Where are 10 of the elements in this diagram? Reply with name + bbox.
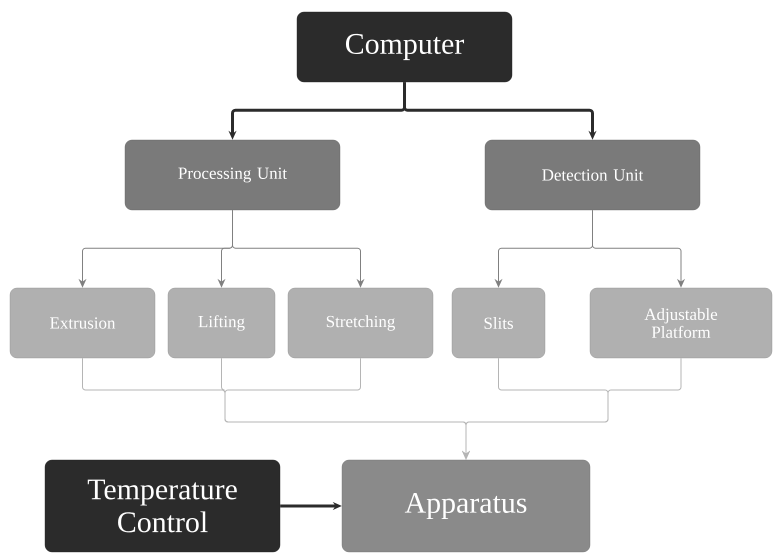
unit-box: Detection Unit	[484, 140, 700, 210]
control-box: Temperature Control	[44, 460, 280, 552]
unit-box: Processing Unit	[124, 140, 340, 210]
apparatus-box: Apparatus	[342, 460, 590, 552]
module-box: Lifting	[168, 288, 276, 358]
computer-box: Computer	[296, 12, 512, 82]
module-box: Extrusion	[10, 288, 156, 358]
module-box: Adjustable Platform	[590, 288, 772, 358]
module-box: Slits	[452, 288, 546, 358]
module-box: Stretching	[288, 288, 434, 358]
